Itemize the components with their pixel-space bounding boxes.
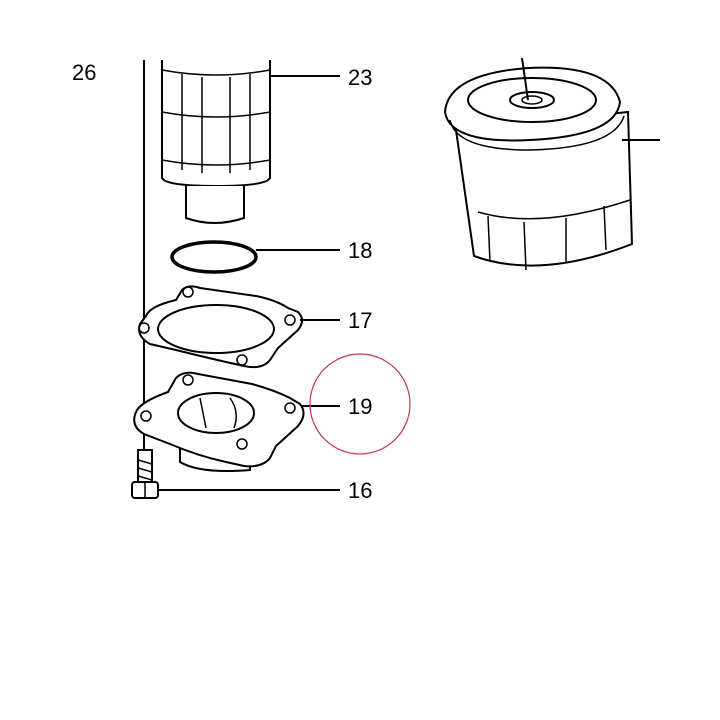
o-ring-part-18 (170, 240, 258, 274)
gasket-part-17 (138, 285, 303, 369)
callout-23: 23 (348, 65, 372, 90)
callout-16: 16 (348, 478, 372, 503)
highlight-circle (309, 353, 411, 455)
callout-19: 19 (348, 394, 372, 419)
bolt-part-16 (131, 449, 159, 499)
strainer-filter-part-23 (161, 60, 271, 224)
callout-26: 26 (72, 60, 96, 85)
spin-on-oil-filter (443, 57, 660, 271)
callout-18: 18 (348, 238, 372, 263)
callout-17: 17 (348, 308, 372, 333)
flange-part-19 (133, 371, 305, 472)
